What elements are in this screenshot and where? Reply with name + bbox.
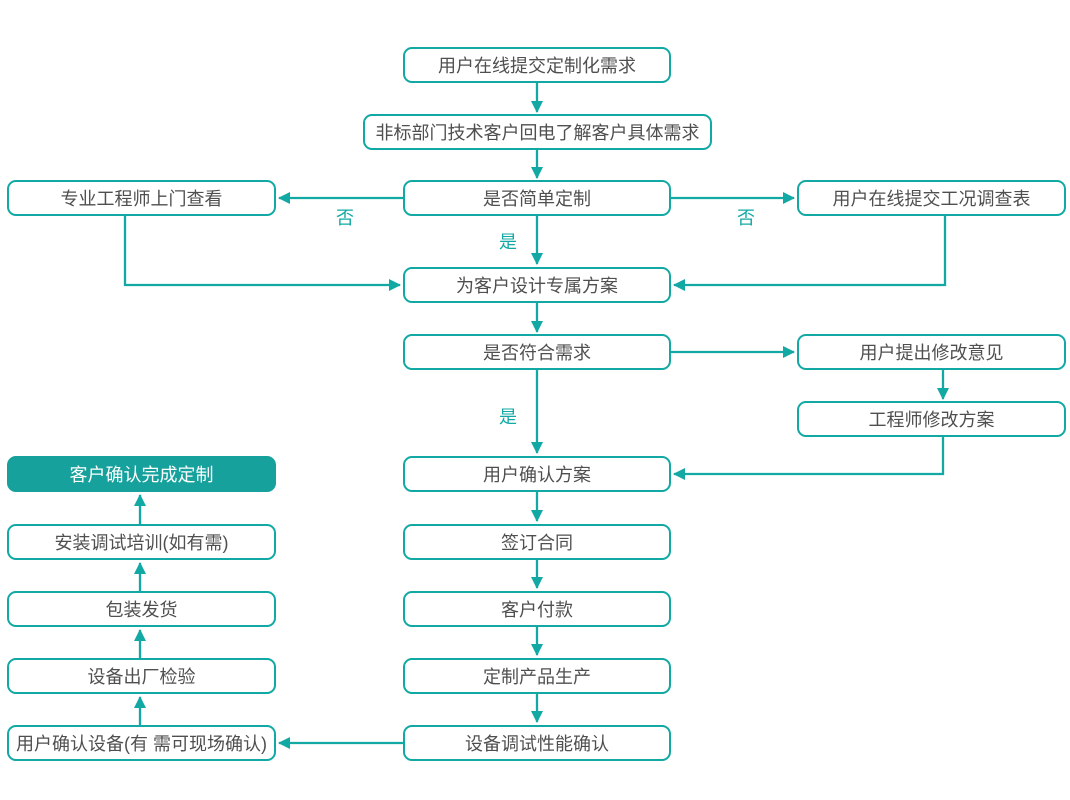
edge-label-no-right: 否 <box>737 208 755 228</box>
node-callback-inquiry: 非标部门技术客户回电了解客户具体需求 <box>363 114 712 150</box>
connector-revise-to-confirmplan <box>673 437 945 480</box>
node-sign-contract: 签订合同 <box>403 524 671 560</box>
node-meets-requirements-decision: 是否符合需求 <box>403 334 671 370</box>
node-design-exclusive-plan: 为客户设计专属方案 <box>403 267 671 303</box>
node-equipment-debug-confirm: 设备调试性能确认 <box>403 725 671 761</box>
node-user-confirm-plan: 用户确认方案 <box>403 456 671 492</box>
node-customization-complete: 客户确认完成定制 <box>7 456 276 492</box>
node-submit-request: 用户在线提交定制化需求 <box>403 47 671 83</box>
node-packing-shipping: 包装发货 <box>7 591 276 627</box>
node-engineer-revise-plan: 工程师修改方案 <box>797 401 1066 437</box>
node-engineer-site-visit: 专业工程师上门查看 <box>7 180 276 216</box>
node-user-confirm-equipment: 用户确认设备(有 需可现场确认) <box>7 725 276 761</box>
node-install-training: 安装调试培训(如有需) <box>7 524 276 560</box>
edge-label-no-left: 否 <box>336 208 354 228</box>
connector-sitevisit-to-design <box>123 216 401 291</box>
edge-label-yes-design: 是 <box>499 232 517 252</box>
node-factory-inspection: 设备出厂检验 <box>7 658 276 694</box>
node-simple-custom-decision: 是否简单定制 <box>403 180 671 216</box>
node-user-revision-feedback: 用户提出修改意见 <box>797 334 1066 370</box>
node-customer-payment: 客户付款 <box>403 591 671 627</box>
node-custom-production: 定制产品生产 <box>403 658 671 694</box>
node-condition-survey: 用户在线提交工况调查表 <box>797 180 1066 216</box>
connector-survey-to-design <box>673 216 947 291</box>
edge-label-yes-confirm: 是 <box>499 407 517 427</box>
